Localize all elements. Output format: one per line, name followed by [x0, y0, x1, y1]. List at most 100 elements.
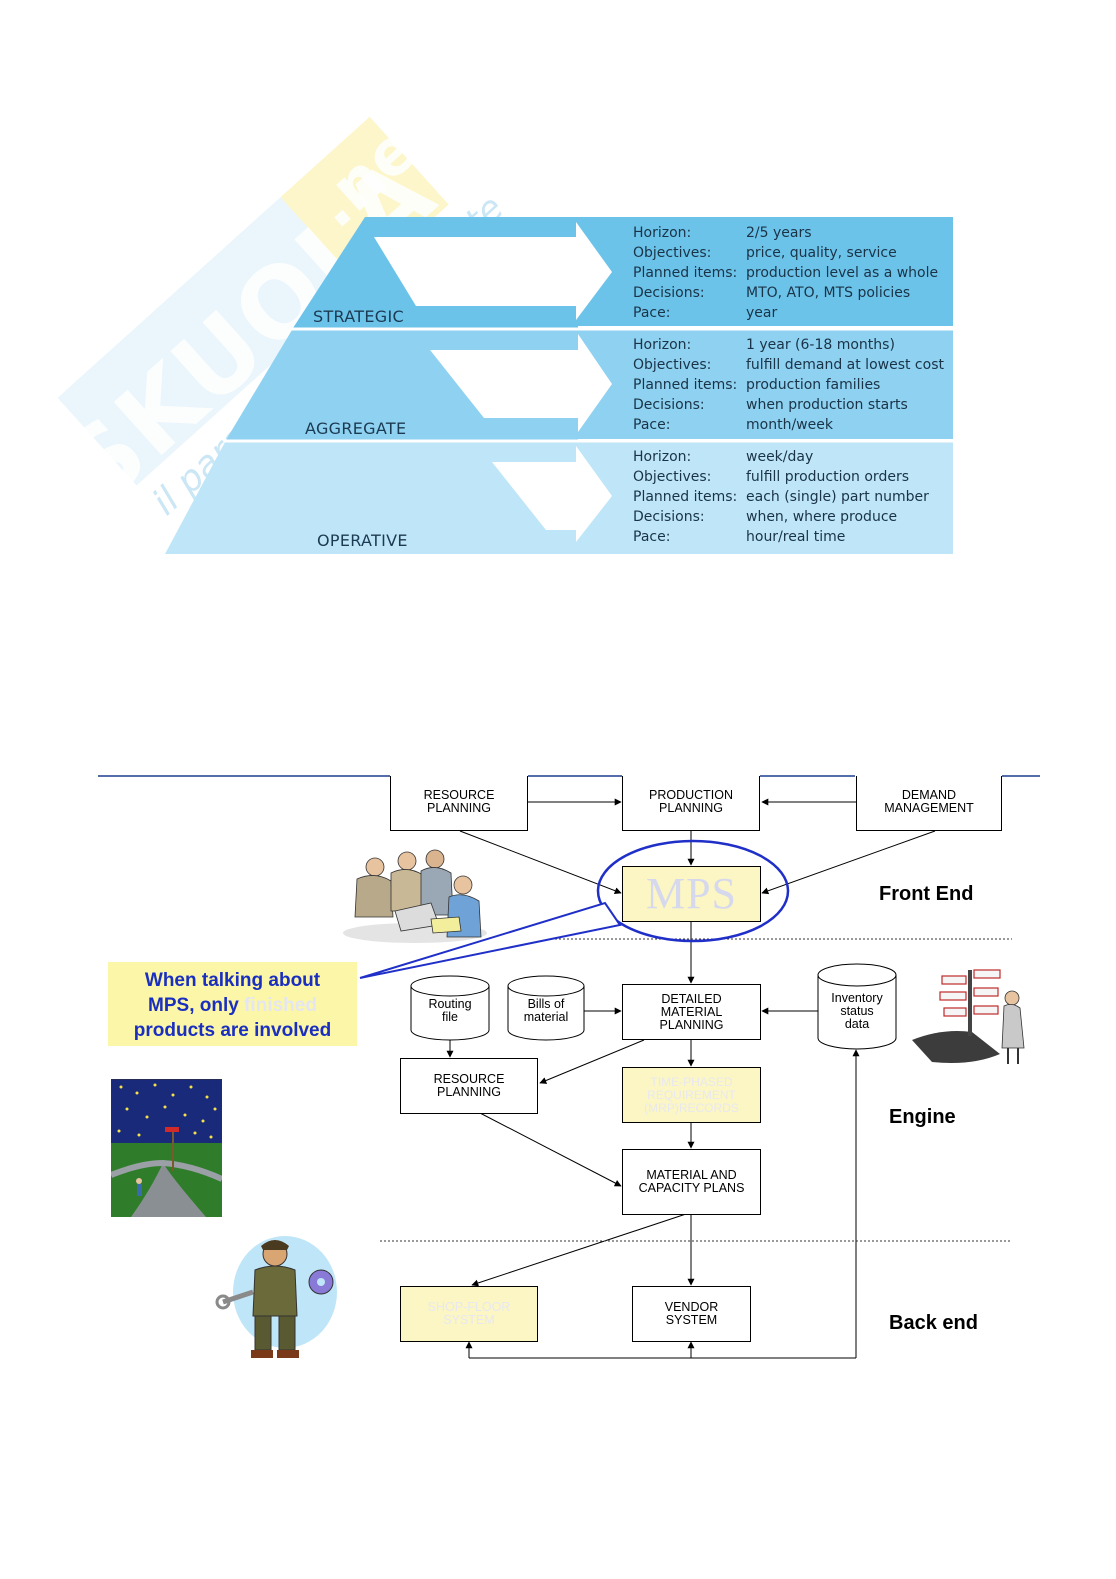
cyl-line: data — [844, 1017, 870, 1031]
info-value: 1 year (6-18 months) — [746, 337, 895, 353]
demand-management: DEMAND MANAGEMENT — [856, 789, 1002, 815]
cyl-line: Inventory — [831, 991, 883, 1005]
info-value: year — [746, 305, 778, 321]
operative-label: OPERATIVE — [317, 531, 408, 550]
info-value: hour/real time — [746, 529, 846, 545]
info-value: when, where produce — [746, 509, 898, 525]
mps-callout: When talking about MPS, only finished pr… — [108, 962, 357, 1046]
info-key: Decisions: — [633, 397, 705, 413]
box-line: REQUIREMENT — [647, 1087, 736, 1102]
box-line: (MRP)RECORDS — [644, 1100, 739, 1115]
info-value: price, quality, service — [746, 245, 897, 261]
box-line: CAPACITY PLANS — [638, 1181, 745, 1195]
info-key: Planned items: — [633, 377, 738, 393]
front-end-label: Front End — [879, 883, 974, 905]
box-line: MATERIAL — [660, 1004, 723, 1019]
production-planning: PRODUCTION PLANNING — [622, 789, 760, 815]
aggregate-arrow — [430, 334, 612, 432]
shop-floor-box: SHOP-FLOOR SYSTEM — [400, 1286, 538, 1342]
callout-pointer — [359, 901, 622, 979]
operative-info: Horizon:week/day Objectives:fulfill prod… — [633, 447, 929, 547]
detailed-material-planning-box: DETAILED MATERIAL PLANNING — [622, 984, 761, 1040]
demand-management-frame — [856, 776, 1002, 831]
info-value: week/day — [746, 449, 814, 465]
box-line: DETAILED — [661, 991, 722, 1006]
box-line: PRODUCTION — [648, 788, 734, 802]
box-line: PLANNING — [427, 801, 491, 815]
info-value: each (single) part number — [746, 489, 929, 505]
vendor-system-box: VENDOR SYSTEM — [632, 1286, 751, 1342]
info-key: Planned items: — [633, 489, 738, 505]
mps-box: MPS — [622, 866, 761, 922]
aggregate-label: AGGREGATE — [305, 419, 407, 438]
info-key: Objectives: — [633, 245, 712, 261]
info-value: production families — [746, 377, 881, 393]
engine-label: Engine — [889, 1106, 956, 1128]
box-line: PLANNING — [659, 1017, 724, 1032]
info-key: Pace: — [633, 305, 671, 321]
operative-arrow — [492, 446, 612, 542]
info-key: Pace: — [633, 417, 671, 433]
callout-line-2b: finished — [244, 995, 317, 1016]
callout-line-2a: MPS, only — [148, 995, 245, 1016]
worker-clipart — [215, 1236, 337, 1358]
bills-of-material-label: Bills of material — [508, 998, 584, 1024]
meeting-people-clipart — [343, 849, 487, 943]
signpost-clipart — [912, 969, 1025, 1064]
box-line: PLANNING — [659, 801, 723, 815]
info-value: month/week — [746, 417, 833, 433]
info-value: MTO, ATO, MTS policies — [746, 285, 911, 301]
strategic-panel — [578, 217, 953, 326]
info-value: production level as a whole — [746, 265, 939, 281]
cyl-line: Routing — [428, 997, 472, 1011]
info-key: Horizon: — [633, 449, 692, 465]
box-line: PLANNING — [437, 1085, 501, 1099]
box-line: MATERIAL AND — [646, 1168, 737, 1182]
cyl-line: Bills of — [527, 997, 565, 1011]
starry-night-clipart — [111, 1079, 222, 1217]
mps-label: MPS — [645, 869, 738, 918]
resource-planning-mid-box: RESOURCE PLANNING — [400, 1058, 538, 1114]
planning-pyramid — [165, 217, 953, 554]
box-line: RESOURCE — [423, 788, 495, 802]
box-line: RESOURCE — [433, 1072, 505, 1086]
box-line: DEMAND — [901, 788, 957, 802]
info-key: Pace: — [633, 529, 671, 545]
strategic-info: Horizon: 2/5 years Objectives: price, qual… — [633, 223, 938, 323]
routing-file-cylinder — [410, 975, 490, 1041]
material-capacity-box: MATERIAL AND CAPACITY PLANS — [622, 1149, 761, 1215]
info-value: when production starts — [746, 397, 908, 413]
info-key: Decisions: — [633, 509, 705, 525]
info-key: Horizon: — [633, 337, 692, 353]
operative-level — [165, 442, 578, 554]
cyl-line: status — [840, 1004, 874, 1018]
operative-panel — [578, 442, 953, 554]
info-value: fulfill production orders — [746, 469, 909, 485]
production-planning-frame — [622, 776, 760, 831]
bills-of-material-cylinder — [507, 975, 585, 1041]
info-value: fulfill demand at lowest cost — [746, 357, 944, 373]
callout-line-3: products are involved — [133, 1020, 332, 1041]
box-line: MANAGEMENT — [884, 801, 974, 815]
info-key: Horizon: — [633, 225, 692, 241]
resource-planning-top-frame — [390, 776, 528, 831]
inventory-status-cylinder — [817, 963, 897, 1050]
box-line: VENDOR — [664, 1300, 719, 1314]
info-key: Decisions: — [633, 285, 705, 301]
callout-line-1: When talking about — [144, 970, 321, 991]
strategic-label: STRATEGIC — [313, 307, 404, 326]
info-value: 2/5 years — [746, 225, 812, 241]
info-key: Objectives: — [633, 357, 712, 373]
box-line: TIME-PHASED — [650, 1074, 733, 1089]
strategic-arrow — [374, 222, 612, 320]
time-phased-box: TIME-PHASED REQUIREMENT (MRP)RECORDS — [622, 1067, 761, 1123]
cyl-line: file — [442, 1010, 458, 1024]
info-key: Planned items: — [633, 265, 738, 281]
back-end-label: Back end — [889, 1312, 978, 1334]
routing-file-label: Routing file — [411, 998, 489, 1024]
box-line: SYSTEM — [443, 1313, 495, 1327]
box-line: SHOP-FLOOR — [427, 1300, 511, 1314]
aggregate-panel — [578, 330, 953, 439]
